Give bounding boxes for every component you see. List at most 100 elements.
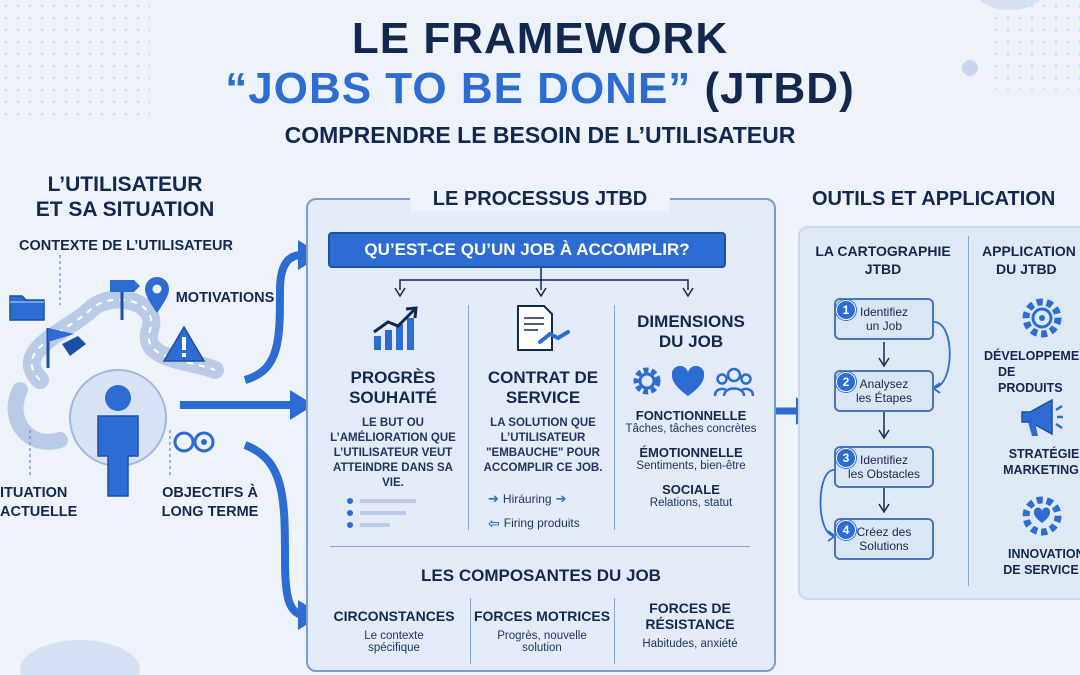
dimension-social-title: SOCIALE: [662, 482, 720, 497]
dimension-functional-title: FONCTIONNELLE: [635, 408, 747, 423]
page-title: LE FRAMEWORK: [351, 14, 729, 63]
progress-title-line1: PROGRÈS: [350, 368, 436, 387]
dimension-emotional-title: ÉMOTIONNELLE: [639, 445, 743, 460]
progress-body-line: ATTEINDRE DANS SA: [333, 462, 453, 474]
progress-body-line: L’AMÉLIORATION QUE: [330, 432, 456, 444]
contract-body-line: LA SOLUTION QUE: [490, 417, 596, 429]
applications-title-line2: DU JTBD: [996, 261, 1057, 277]
signpost-icon: [110, 280, 140, 320]
application-line2: DE SERVICE: [1003, 563, 1079, 577]
title-rest: (JTBD): [691, 64, 855, 113]
component-resistance: FORCES DE RÉSISTANCE Habitudes, anxiété: [614, 600, 766, 650]
process-heading: LE PROCESSUS JTBD: [410, 188, 670, 211]
progress-title: PROGRÈS SOUHAITÉ: [318, 368, 468, 408]
step-line2: les Étapes: [855, 391, 913, 405]
contract-title-line2: SERVICE: [505, 388, 581, 407]
applications-title-line1: APPLICATION: [982, 243, 1076, 259]
component-driving-forces: FORCES MOTRICES Progrès, nouvelle soluti…: [470, 608, 614, 654]
infinity-target-icon: [173, 431, 215, 453]
user-person-icon: [69, 369, 167, 497]
step-number-badge: 4: [836, 520, 856, 540]
contract-body-line: "EMBAUCHE" POUR: [486, 447, 600, 459]
progress-body: LE BUT OU L’AMÉLIORATION QUE L’UTILISATE…: [316, 416, 470, 491]
heart-icon: [671, 365, 705, 396]
step-line1: Identifiez: [859, 305, 909, 319]
dimension-social-desc: Relations, statut: [649, 497, 733, 509]
progress-title-line2: SOUHAITÉ: [349, 388, 437, 407]
contract-body-line: L’UTILISATEUR: [500, 432, 586, 444]
decor-dots-right: [990, 0, 1080, 90]
step-number-badge: 1: [836, 300, 856, 320]
arrow-right-icon: ➔: [555, 491, 567, 506]
component-title: FORCES MOTRICES: [473, 608, 611, 624]
contract-handshake-icon: [517, 305, 570, 351]
hiring-row: ➔ Hiráuring ➔: [488, 490, 608, 508]
step-number-badge: 2: [836, 372, 856, 392]
tools-divider: [968, 236, 969, 586]
situation-label: ITUATION ACTUELLE: [0, 484, 80, 522]
left-heading-line2: ET SA SITUATION: [35, 198, 215, 221]
application-line2: MARKETING: [1003, 463, 1079, 477]
component-circumstances: CIRCONSTANCES Le contexte spécifique: [318, 608, 470, 654]
mapping-title-line1: LA CARTOGRAPHIE: [815, 243, 951, 259]
context-label: CONTEXTE DE L’UTILISATEUR: [18, 238, 234, 254]
contract-title: CONTRAT DE SERVICE: [470, 368, 616, 408]
growth-chart-icon: [373, 306, 418, 350]
flag-icon: [46, 328, 86, 368]
warning-icon: [162, 325, 206, 362]
progress-body-line: L’UTILISATEUR VEUT: [333, 447, 453, 459]
arrow-left-icon: ⇦: [488, 514, 500, 531]
situation-line1: ITUATION: [0, 485, 68, 501]
component-divider: [614, 598, 615, 664]
step-line1: Créez des: [856, 525, 912, 539]
progress-body-line: LE BUT OU: [362, 417, 424, 429]
group-people-icon: [713, 367, 755, 397]
application-line2: DE PRODUITS: [998, 365, 1063, 395]
components-heading: LES COMPOSANTES DU JOB: [421, 566, 661, 585]
dimension-list: FONCTIONNELLE Tâches, tâches concrètes É…: [616, 408, 766, 509]
dimensions-title-line2: DU JOB: [658, 332, 724, 351]
dimension-emotional-desc: Sentiments, bien-être: [636, 460, 746, 472]
component-divider: [470, 598, 471, 664]
mapping-title-line2: JTBD: [864, 261, 902, 277]
component-desc-line: Progrès, nouvelle: [497, 630, 587, 642]
motivations-label: MOTIVATIONS: [175, 290, 275, 306]
contract-title-line1: CONTRAT DE: [487, 368, 599, 387]
megaphone-icon: [1021, 398, 1063, 436]
tools-heading: OUTILS ET APPLICATION: [812, 188, 1056, 210]
component-desc-line: solution: [522, 642, 562, 654]
contract-body: LA SOLUTION QUE L’UTILISATEUR "EMBAUCHE"…: [470, 416, 616, 476]
decor-circle: [20, 640, 140, 675]
step-line2: les Obstacles: [847, 467, 921, 481]
step-number-badge: 3: [836, 448, 856, 468]
left-heading: L’UTILISATEUR ET SA SITUATION: [10, 172, 240, 222]
component-title: FORCES DE: [649, 600, 731, 616]
list-bullets-icon: [347, 498, 416, 528]
section-divider: [330, 546, 750, 547]
question-bar: QU’EST-CE QU’UN JOB À ACCOMPLIR?: [328, 232, 726, 268]
application-service-innovation: INNOVATION DE SERVICE: [990, 546, 1080, 578]
decor-dots-left: [0, 0, 150, 120]
situation-line2: ACTUELLE: [0, 504, 78, 520]
component-desc-line: Habitudes, anxiété: [642, 638, 738, 650]
dimension-functional-desc: Tâches, tâches concrètes: [625, 423, 757, 435]
page-title-line2: “JOBS TO BE DONE” (JTBD): [0, 64, 1080, 114]
step-line2: Solutions: [859, 539, 909, 553]
decor-circle: [975, 0, 1045, 10]
page-subtitle: COMPRENDRE LE BESOIN DE L’UTILISATEUR: [284, 122, 796, 148]
component-title-line2: RÉSISTANCE: [645, 616, 735, 632]
left-heading-line1: L’UTILISATEUR: [47, 173, 203, 196]
step-line2: un Job: [865, 319, 903, 333]
hiring-label: Hiráuring: [502, 492, 552, 506]
application-product-dev: DÉVELOPPEME DE PRODUITS: [980, 348, 1080, 396]
component-desc-line: spécifique: [368, 642, 420, 654]
objectives-label: OBJECTIFS À LONG TERME: [150, 484, 270, 522]
application-line1: INNOVATION: [1008, 547, 1080, 561]
application-line1: DÉVELOPPEME: [984, 349, 1080, 363]
progress-body-line: VIE.: [382, 477, 404, 489]
gear-icon: [633, 367, 661, 395]
dimensions-title: DIMENSIONS DU JOB: [616, 312, 766, 352]
column-divider: [468, 305, 469, 530]
arrow-right-icon: ➔: [488, 491, 499, 506]
firing-row: ⇦ Firing produits: [488, 514, 612, 532]
